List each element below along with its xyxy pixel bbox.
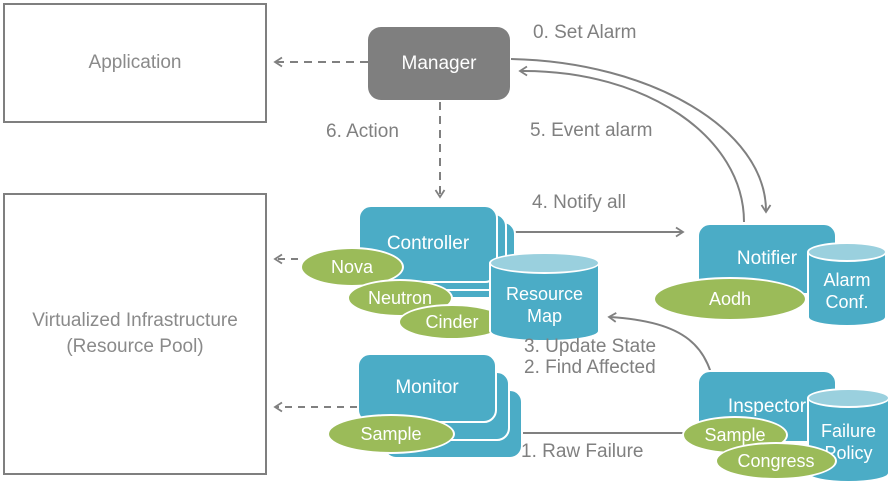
arrow-event-alarm-curve (518, 65, 745, 223)
cinder-ellipse: Cinder (398, 304, 506, 340)
monitor-box: Monitor (357, 353, 497, 423)
congress-label: Congress (737, 450, 815, 471)
label-event-alarm: 5. Event alarm (530, 120, 653, 141)
aodh-ellipse: Aodh (653, 277, 807, 321)
virtualized-infrastructure-label-line2: (Resource Pool) (66, 336, 204, 357)
label-find-affected: 2. Find Affected (524, 357, 656, 378)
congress-ellipse: Congress (715, 442, 837, 480)
resource-map-cylinder-body: Resource Map (489, 263, 600, 342)
notifier-label: Notifier (736, 248, 798, 269)
alarm-conf-label-line1: Alarm (823, 269, 871, 290)
failure-policy-cylinder-top (807, 388, 890, 408)
resource-map-cylinder: Resource Map (489, 252, 600, 342)
neutron-ellipse: Neutron (347, 279, 453, 317)
neutron-label: Neutron (367, 287, 433, 308)
alarm-conf-cylinder: Alarm Conf. (807, 242, 887, 327)
failure-policy-label-line1: Failure (820, 420, 877, 441)
arrow-set-alarm-curve (510, 58, 772, 214)
manager-label: Manager (401, 52, 477, 74)
manager-box: Manager (368, 27, 510, 100)
alarm-conf-cylinder-body: Alarm Conf. (807, 252, 887, 327)
virtualized-infrastructure-label-line1: Virtualized Infrastructure (32, 310, 238, 332)
label-raw-failure: 1. Raw Failure (521, 441, 644, 462)
application-box: Application (3, 3, 267, 123)
resource-map-label-line1: Resource (505, 283, 584, 304)
label-update-state: 3. Update State (524, 336, 657, 357)
resource-map-label-line2: Map (526, 305, 562, 326)
nova-ellipse: Nova (300, 247, 404, 287)
alarm-conf-label-line2: Conf. (825, 291, 869, 312)
application-label: Application (88, 52, 182, 74)
controller-label: Controller (386, 233, 470, 254)
label-action: 6. Action (326, 121, 399, 142)
failure-policy-label-line2: Policy (824, 442, 873, 463)
inspector-label: Inspector (727, 395, 807, 417)
label-notify-all: 4. Notify all (532, 192, 626, 213)
aodh-label: Aodh (708, 288, 752, 309)
alarm-conf-cylinder-top (807, 242, 887, 262)
label-set-alarm: 0. Set Alarm (533, 22, 637, 43)
monitor-sample-ellipse: Sample (327, 414, 455, 454)
monitor-sample-label: Sample (360, 423, 422, 444)
cinder-label: Cinder (425, 311, 479, 332)
monitor-label: Monitor (395, 377, 459, 398)
virtualized-infrastructure-box: Virtualized Infrastructure (Resource Poo… (3, 193, 267, 475)
resource-map-cylinder-top (489, 252, 600, 274)
inspector-sample-label: Sample (704, 424, 766, 445)
nova-label: Nova (330, 256, 374, 277)
